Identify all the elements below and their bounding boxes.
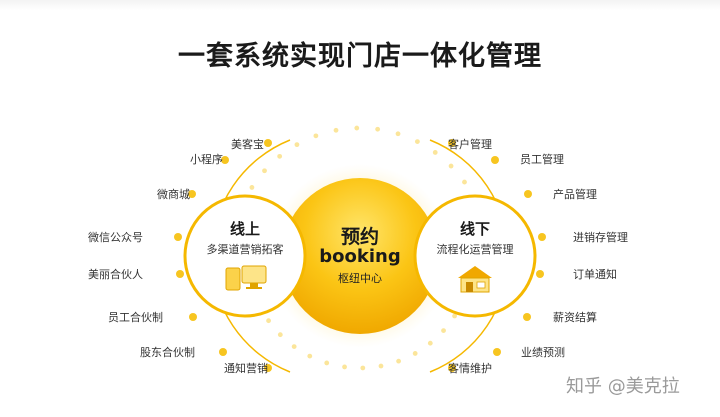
online-description: 多渠道营销拓客 <box>206 243 284 256</box>
offline-item-dot <box>538 233 546 241</box>
top-bar <box>0 0 720 10</box>
center-circle <box>282 178 438 334</box>
center-subtitle: booking <box>319 246 401 267</box>
online-item: 员工合伙制 <box>108 311 163 324</box>
halo-dot <box>342 364 347 370</box>
halo-dot <box>452 313 457 319</box>
offline-item: 订单通知 <box>573 268 617 281</box>
halo-dot <box>333 127 339 133</box>
offline-item: 员工管理 <box>520 153 564 166</box>
halo-dot <box>291 344 297 350</box>
offline-item-dot <box>448 364 456 372</box>
watermark: 知乎 @美克拉 <box>566 376 680 397</box>
offline-item: 客户管理 <box>448 138 492 151</box>
halo-dot <box>277 153 283 159</box>
page-title: 一套系统实现门店一体化管理 <box>178 41 542 72</box>
halo-dot <box>414 139 420 144</box>
online-item: 股东合伙制 <box>140 346 195 359</box>
online-item-dot <box>221 156 229 164</box>
halo-dot <box>324 360 330 366</box>
offline-circle <box>413 194 537 318</box>
halo-dot <box>395 131 401 137</box>
halo-dot <box>441 328 446 333</box>
offline-item-dot <box>493 348 501 356</box>
offline-item: 业绩预测 <box>521 346 565 359</box>
online-item-dot <box>176 270 184 278</box>
halo-dot <box>375 126 381 132</box>
offline-description: 流程化运营管理 <box>436 243 514 256</box>
halo-dot <box>262 168 267 174</box>
online-item-dot <box>188 190 196 198</box>
center-description: 枢纽中心 <box>338 272 382 285</box>
offline-item: 客情维护 <box>448 362 492 375</box>
halo-dot <box>313 133 319 139</box>
right-item-dots <box>448 139 546 372</box>
halo-dot <box>448 163 454 169</box>
online-item-dot <box>264 139 272 147</box>
online-item: 微商城 <box>157 188 190 201</box>
halo-dot <box>277 332 283 338</box>
online-item: 微信公众号 <box>88 231 143 244</box>
online-item-dot <box>189 313 197 321</box>
halo-dot <box>294 142 300 148</box>
offline-item: 产品管理 <box>553 188 597 201</box>
online-item-dot <box>219 348 227 356</box>
halo-dot <box>307 353 313 359</box>
devices-icon <box>225 265 267 291</box>
offline-item: 薪资结算 <box>553 311 597 324</box>
halo-dots <box>249 125 467 371</box>
halo-dot <box>266 318 271 324</box>
halo-dot <box>396 358 401 364</box>
offline-item-dot <box>524 190 532 198</box>
offline-item-dot <box>536 270 544 278</box>
online-item: 通知营销 <box>224 362 268 375</box>
halo-dot <box>412 351 418 356</box>
halo-dot <box>360 365 366 371</box>
online-item: 美丽合伙人 <box>88 268 143 281</box>
offline-item-dot <box>448 139 456 147</box>
center-title: 预约 <box>340 226 379 248</box>
online-item: 美客宝 <box>231 138 264 151</box>
left-item-dots <box>174 139 272 372</box>
halo-dot <box>249 185 255 190</box>
halo-dot <box>462 179 467 185</box>
halo-dot <box>432 150 438 155</box>
halo-dot <box>354 125 360 131</box>
online-item-dot <box>264 364 272 372</box>
offline-item: 进销存管理 <box>573 231 628 244</box>
offline-item-dot <box>491 156 499 164</box>
halo-dot <box>378 363 384 369</box>
offline-title: 线下 <box>459 220 490 238</box>
halo-dot <box>427 340 433 346</box>
online-item: 小程序 <box>190 153 223 166</box>
offline-item-dot <box>523 313 531 321</box>
store-icon <box>458 266 492 293</box>
online-title: 线上 <box>229 220 260 238</box>
online-item-dot <box>174 233 182 241</box>
online-circle <box>183 194 307 318</box>
